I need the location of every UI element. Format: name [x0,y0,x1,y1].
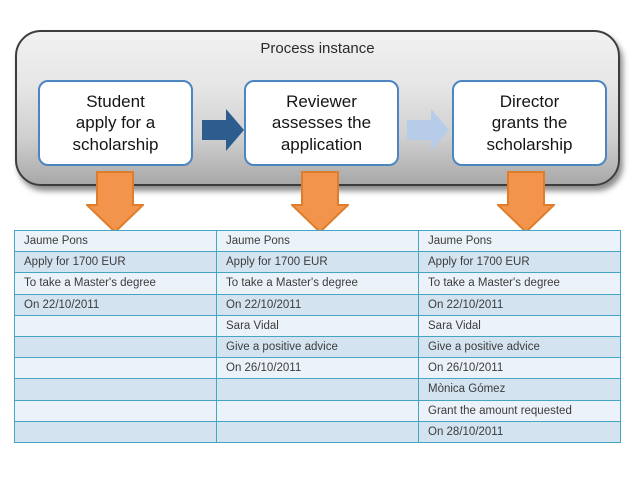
right-arrow-dark-icon [202,109,244,151]
table-cell: Jaume Pons [217,231,419,253]
table-cell [15,400,217,422]
table-cell: Sara Vidal [217,315,419,337]
down-arrow-icon [497,171,555,233]
table-cell: On 26/10/2011 [419,358,621,380]
step-director-grants: Director grants the scholarship [452,80,607,166]
down-arrow-shape [291,171,349,233]
right-arrow-dark-shape [202,109,244,151]
table-cell: On 22/10/2011 [15,294,217,316]
table-cell [217,400,419,422]
right-arrow-light-icon [407,109,449,151]
table-cell: Apply for 1700 EUR [419,252,621,274]
table-cell [15,358,217,380]
table-cell: Jaume Pons [419,231,621,253]
table-cell: Apply for 1700 EUR [217,252,419,274]
table-cell: To take a Master's degree [419,273,621,295]
instance-table: Jaume Pons Jaume Pons Jaume Pons Apply f… [14,230,621,443]
table-cell: Grant the amount requested [419,400,621,422]
process-instance-container: Process instance Student apply for a sch… [15,30,620,186]
table-cell [15,379,217,401]
table-cell: Sara Vidal [419,315,621,337]
table-cell: Jaume Pons [15,231,217,253]
table-cell [217,421,419,443]
table-cell: Mònica Gómez [419,379,621,401]
step-student-apply-label: Student apply for a scholarship [72,92,159,154]
step-director-grants-label: Director grants the scholarship [486,92,573,154]
step-reviewer-assesses-label: Reviewer assesses the application [271,92,372,154]
table-cell: Give a positive advice [419,337,621,359]
table-cell: To take a Master's degree [217,273,419,295]
table-cell [15,337,217,359]
down-arrow-icon [291,171,349,233]
down-arrow-icon [86,171,144,233]
down-arrow-shape [86,171,144,233]
table-cell [217,379,419,401]
table-cell: On 28/10/2011 [419,421,621,443]
process-instance-title: Process instance [260,40,375,57]
table-cell: Give a positive advice [217,337,419,359]
table-cell: On 22/10/2011 [217,294,419,316]
table-cell: Apply for 1700 EUR [15,252,217,274]
table-cell: On 22/10/2011 [419,294,621,316]
table-cell [15,421,217,443]
down-arrow-shape [497,171,555,233]
table-cell: To take a Master's degree [15,273,217,295]
table-cell [15,315,217,337]
table-cell: On 26/10/2011 [217,358,419,380]
right-arrow-light-shape [407,109,449,151]
step-reviewer-assesses: Reviewer assesses the application [244,80,399,166]
step-student-apply: Student apply for a scholarship [38,80,193,166]
